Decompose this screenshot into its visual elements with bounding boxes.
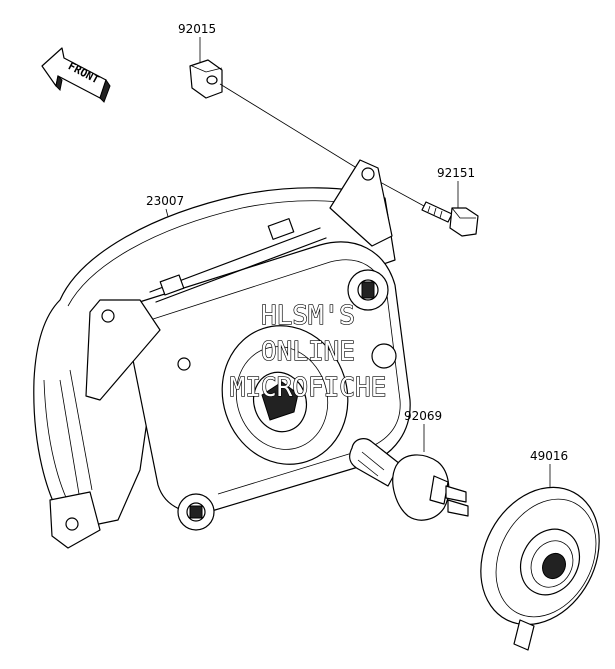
bulb-base bbox=[392, 454, 450, 521]
part-92015[interactable]: 92015 bbox=[178, 22, 361, 171]
part-92069[interactable]: 92069 bbox=[349, 409, 469, 521]
bolt-head bbox=[449, 207, 479, 237]
front-arrow: FRONT bbox=[41, 47, 111, 103]
mount-bracket bbox=[329, 159, 393, 247]
part-49016[interactable]: 49016 bbox=[458, 449, 615, 651]
part-label-23007: 23007 bbox=[146, 194, 184, 208]
part-label-92151: 92151 bbox=[437, 166, 475, 180]
watermark: HLSM'S ONLINE MICROFICHE bbox=[229, 300, 387, 403]
watermark-line-2: ONLINE bbox=[261, 337, 355, 367]
part-23007[interactable]: 23007 bbox=[33, 159, 411, 549]
bolt-shank bbox=[421, 201, 453, 223]
adjuster-knob-side bbox=[371, 343, 397, 369]
watermark-line-3: MICROFICHE bbox=[230, 373, 387, 403]
part-label-49016: 49016 bbox=[530, 449, 568, 463]
arrow-icon bbox=[41, 47, 111, 103]
part-label-92069: 92069 bbox=[404, 409, 442, 423]
watermark-line-1: HLSM'S bbox=[261, 301, 355, 331]
clip-nut bbox=[189, 59, 223, 99]
part-92151[interactable]: 92151 bbox=[379, 166, 479, 237]
part-label-92015: 92015 bbox=[178, 22, 216, 36]
